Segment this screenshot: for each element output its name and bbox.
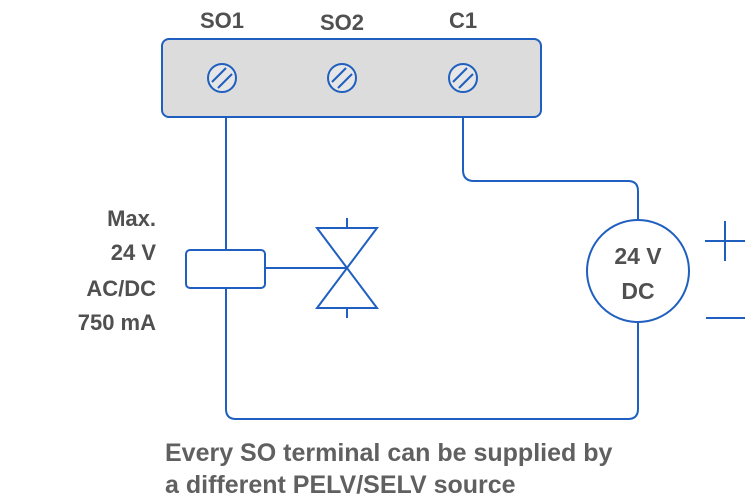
source-type: DC <box>621 278 654 304</box>
dc-source <box>586 219 690 323</box>
screw-terminal-icon <box>207 63 237 93</box>
spec-acdc: AC/DC <box>86 276 156 301</box>
solenoid-coil-icon <box>185 249 266 289</box>
spec-max: Max. <box>107 206 156 231</box>
screw-terminal-icon <box>448 63 478 93</box>
screw-terminal-icon <box>327 63 357 93</box>
terminal-label-c1: C1 <box>449 8 477 33</box>
wire-coil-to-source <box>225 288 639 420</box>
caption: Every SO terminal can be supplied by a d… <box>165 437 725 501</box>
valve-icon <box>315 218 379 318</box>
spec-voltage: 24 V <box>111 240 157 265</box>
spec-current: 750 mA <box>78 310 156 335</box>
caption-line-1: Every SO terminal can be supplied by <box>165 439 613 467</box>
caption-line-2: a different PELV/SELV source <box>165 471 516 499</box>
wiring <box>225 117 639 420</box>
source-voltage: 24 V <box>614 243 662 269</box>
plus-sign-icon <box>705 221 745 261</box>
wire-c1-to-source <box>462 117 639 220</box>
terminal-label-so1: SO1 <box>200 8 244 33</box>
terminal-label-so2: SO2 <box>320 10 364 35</box>
